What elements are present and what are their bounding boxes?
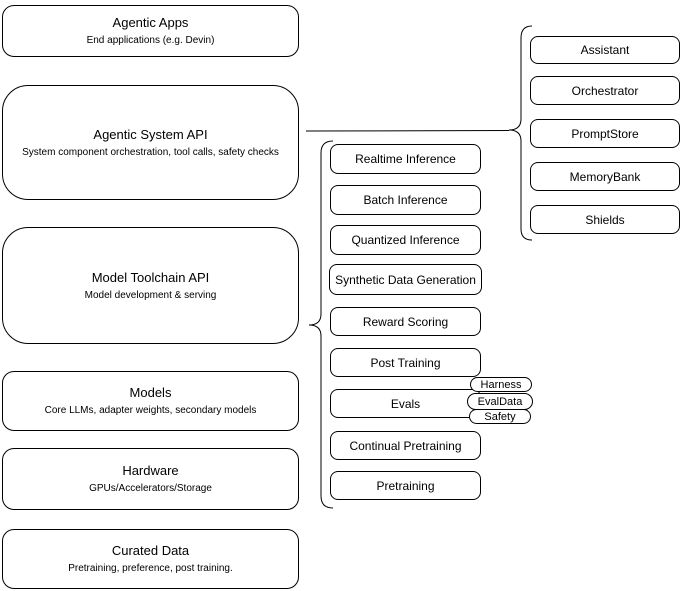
node-post-training-label: Post Training bbox=[370, 355, 441, 370]
node-agentic-system-api-subtitle: System component orchestration, tool cal… bbox=[22, 146, 279, 158]
node-post-training: Post Training bbox=[330, 348, 481, 377]
node-agentic-system-api-title: Agentic System API bbox=[93, 126, 208, 142]
node-curated-data-subtitle: Pretraining, preference, post training. bbox=[68, 563, 233, 574]
curly-brace-system-components bbox=[508, 25, 533, 241]
tag-evaldata-label: EvalData bbox=[477, 395, 523, 408]
node-realtime-inference: Realtime Inference bbox=[330, 144, 481, 174]
node-agentic-apps-title: Agentic Apps bbox=[112, 15, 189, 30]
tag-evaldata: EvalData bbox=[467, 393, 533, 410]
tag-safety-label: Safety bbox=[484, 410, 516, 423]
node-models: Models Core LLMs, adapter weights, secon… bbox=[2, 371, 299, 431]
connector-system-api-to-components bbox=[305, 130, 510, 132]
node-agentic-apps: Agentic Apps End applications (e.g. Devi… bbox=[2, 5, 299, 57]
node-agentic-apps-subtitle: End applications (e.g. Devin) bbox=[86, 35, 215, 46]
node-evals: Evals bbox=[330, 389, 481, 418]
node-reward-scoring-label: Reward Scoring bbox=[362, 314, 449, 329]
node-model-toolchain-api-title: Model Toolchain API bbox=[91, 269, 210, 285]
node-batch-inference-label: Batch Inference bbox=[363, 193, 448, 207]
tag-harness-label: Harness bbox=[480, 378, 522, 391]
node-hardware-title: Hardware bbox=[122, 463, 179, 478]
tag-harness: Harness bbox=[470, 377, 532, 392]
node-shields-label: Shields bbox=[585, 212, 625, 227]
node-models-subtitle: Core LLMs, adapter weights, secondary mo… bbox=[44, 405, 257, 416]
node-assistant-label: Assistant bbox=[580, 43, 630, 57]
tag-safety: Safety bbox=[469, 409, 531, 424]
node-hardware: Hardware GPUs/Accelerators/Storage bbox=[2, 448, 299, 510]
node-quantized-inference: Quantized Inference bbox=[330, 225, 481, 255]
node-memorybank: MemoryBank bbox=[530, 162, 680, 191]
node-pretraining-label: Pretraining bbox=[376, 478, 435, 493]
node-reward-scoring: Reward Scoring bbox=[330, 307, 481, 336]
node-models-title: Models bbox=[129, 385, 172, 400]
node-synthetic-data-generation-label: Synthetic Data Generation bbox=[335, 272, 476, 287]
node-continual-pretraining: Continual Pretraining bbox=[330, 431, 481, 460]
node-curated-data-title: Curated Data bbox=[111, 543, 190, 558]
node-hardware-subtitle: GPUs/Accelerators/Storage bbox=[89, 483, 212, 494]
node-assistant: Assistant bbox=[530, 36, 680, 64]
node-shields: Shields bbox=[530, 205, 680, 234]
node-orchestrator-label: Orchestrator bbox=[571, 83, 639, 98]
node-memorybank-label: MemoryBank bbox=[569, 169, 641, 184]
node-synthetic-data-generation: Synthetic Data Generation bbox=[329, 264, 482, 295]
node-realtime-inference-label: Realtime Inference bbox=[355, 152, 456, 166]
node-agentic-system-api: Agentic System API System component orch… bbox=[2, 85, 299, 200]
node-promptstore: PromptStore bbox=[530, 119, 680, 148]
node-continual-pretraining-label: Continual Pretraining bbox=[349, 438, 462, 453]
node-model-toolchain-api-subtitle: Model development & serving bbox=[84, 289, 217, 301]
node-promptstore-label: PromptStore bbox=[571, 126, 639, 141]
node-pretraining: Pretraining bbox=[330, 471, 481, 500]
node-model-toolchain-api: Model Toolchain API Model development & … bbox=[2, 227, 299, 344]
node-batch-inference: Batch Inference bbox=[330, 185, 481, 215]
node-quantized-inference-label: Quantized Inference bbox=[351, 233, 460, 247]
node-evals-label: Evals bbox=[390, 396, 421, 411]
node-curated-data: Curated Data Pretraining, preference, po… bbox=[2, 529, 299, 589]
node-orchestrator: Orchestrator bbox=[530, 76, 680, 105]
